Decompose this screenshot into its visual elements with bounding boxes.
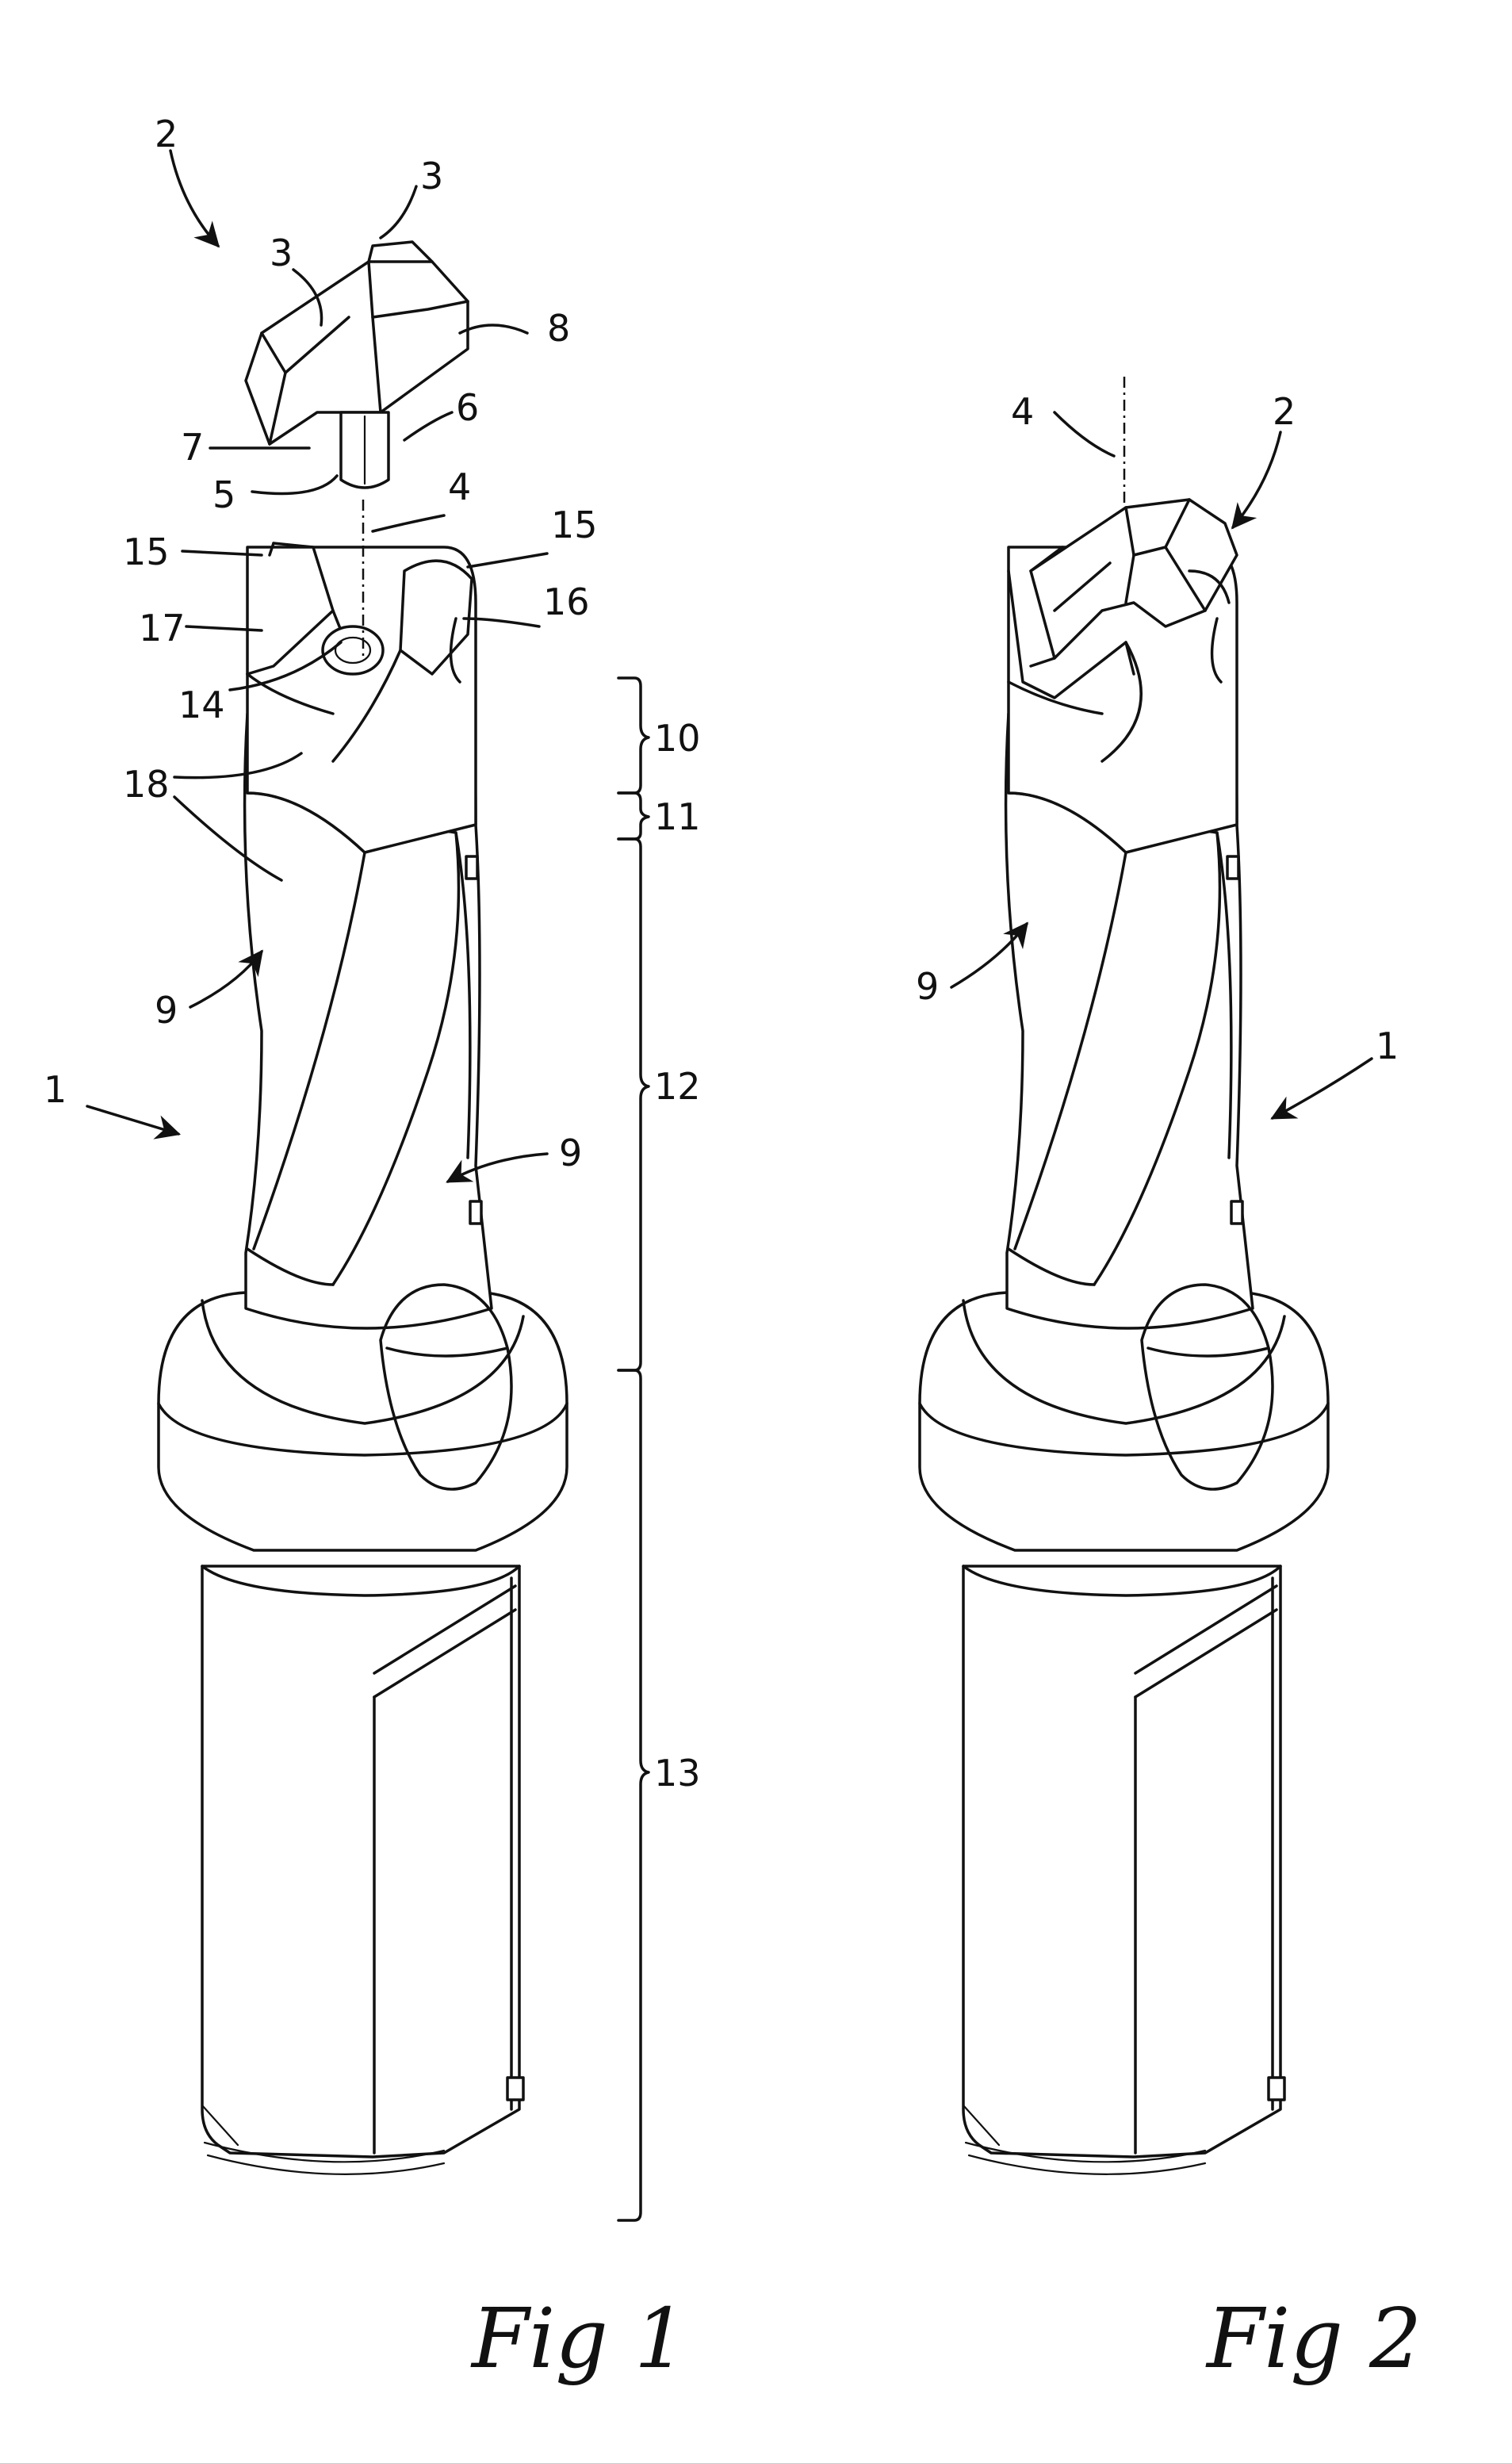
label-15-right: 15	[551, 504, 598, 546]
label-9: 9	[916, 965, 939, 1008]
label-1: 1	[1376, 1025, 1399, 1067]
figure-1: 2 3 3 8 6 7 5 4 15 15 17 16 14 18 9 1 9 …	[44, 113, 701, 2387]
label-9-left: 9	[155, 989, 178, 1032]
label-7: 7	[181, 426, 204, 469]
label-16: 16	[543, 580, 590, 623]
label-8: 8	[547, 307, 570, 350]
label-1: 1	[44, 1068, 67, 1111]
flange-fig1	[159, 1293, 567, 1550]
label-5: 5	[212, 473, 235, 516]
shank-fig1	[202, 1566, 519, 2157]
label-6: 6	[456, 386, 479, 429]
cutting-insert-fig1	[246, 242, 468, 488]
label-14: 14	[178, 684, 225, 726]
label-4: 4	[1011, 390, 1034, 433]
label-12: 12	[654, 1065, 701, 1108]
label-13: 13	[654, 1752, 701, 1795]
figure-2: 4 2 9 1 Fig 2	[916, 377, 1422, 2387]
label-17: 17	[139, 607, 186, 649]
caption-fig2: Fig 2	[1205, 2290, 1422, 2387]
label-2: 2	[155, 113, 178, 155]
label-18: 18	[123, 763, 170, 806]
label-15-left: 15	[123, 531, 170, 573]
drill-body-fig1	[159, 543, 567, 2174]
label-4: 4	[448, 465, 471, 508]
label-2: 2	[1273, 390, 1296, 433]
caption-fig1: Fig 1	[470, 2290, 687, 2387]
label-11: 11	[654, 795, 701, 838]
braces-fig1	[618, 678, 649, 2220]
label-10: 10	[654, 717, 701, 760]
drill-body-fig2	[920, 547, 1328, 2174]
label-3-upper: 3	[420, 155, 443, 197]
label-9-right: 9	[559, 1132, 582, 1174]
label-3-lower: 3	[270, 232, 293, 274]
